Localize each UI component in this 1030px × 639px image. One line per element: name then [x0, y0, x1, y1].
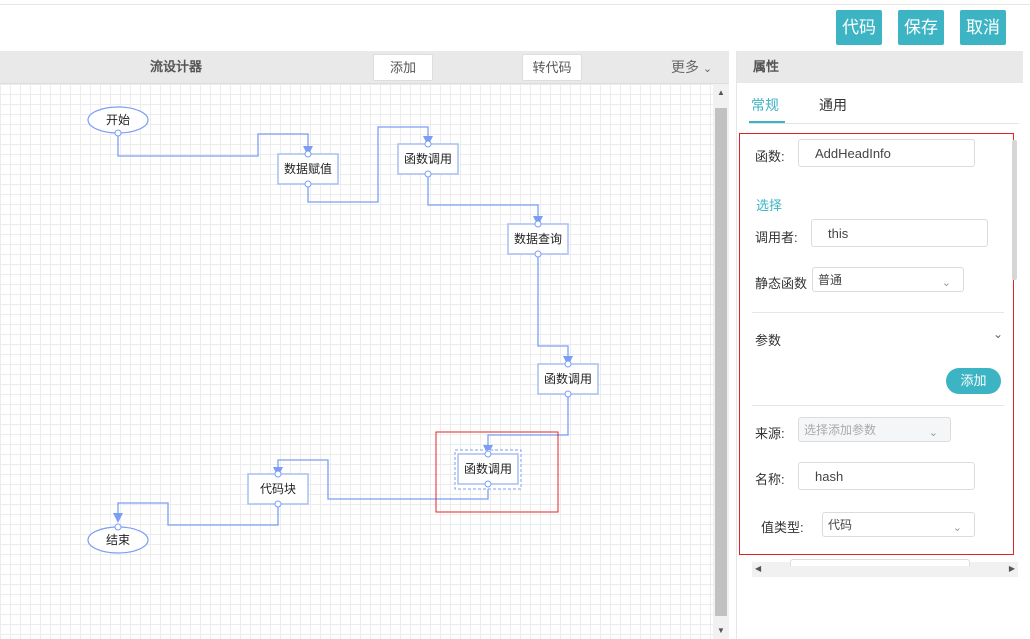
- source-placeholder: 选择添加参数: [804, 423, 877, 437]
- to-code-button[interactable]: 转代码: [522, 54, 582, 81]
- designer-toolbar: 流设计器 添加 转代码 更多 ⌄: [0, 51, 729, 84]
- scroll-right-icon[interactable]: ▶: [1008, 564, 1015, 573]
- static-function-value: 普通: [818, 273, 843, 287]
- cancel-button[interactable]: 取消: [960, 10, 1006, 45]
- tab-divider: [749, 123, 1019, 124]
- caller-input[interactable]: this: [811, 219, 988, 247]
- node-query-label: 数据查询: [514, 231, 562, 246]
- highlight-box: [435, 431, 559, 513]
- value-type-label: 值类型:: [761, 520, 804, 535]
- function-input[interactable]: AddHeadInfo: [798, 139, 975, 167]
- scrollbar-thumb[interactable]: [790, 559, 970, 566]
- tab-common[interactable]: 通用: [819, 97, 847, 113]
- node-query: [507, 223, 569, 255]
- flow-designer: 流设计器 添加 转代码 更多 ⌄: [0, 51, 729, 639]
- node-call2-label: 函数调用: [544, 371, 592, 386]
- highlight-box: [739, 133, 1014, 555]
- node-end-label: 结束: [106, 533, 130, 547]
- params-collapse-icon[interactable]: ⌄: [993, 327, 1004, 341]
- node-call3-label: 函数调用: [464, 461, 512, 476]
- scroll-up-icon[interactable]: ▲: [717, 88, 725, 97]
- node-assign: [277, 153, 339, 185]
- edge-call3-codeblock: [277, 459, 489, 500]
- node-start-label: 开始: [106, 113, 130, 127]
- flow-canvas[interactable]: 开始 数据赋值 函数调用 数据查询 函数调用 函数调用 代码块 结束: [0, 84, 713, 639]
- flow-graph: 开始 数据赋值 函数调用 数据查询 函数调用 函数调用 代码块 结束: [87, 106, 599, 554]
- scroll-left-icon[interactable]: ◀: [755, 564, 762, 573]
- code-button[interactable]: 代码: [836, 10, 882, 45]
- panel-horizontal-scrollbar[interactable]: ◀ ▶: [752, 559, 1018, 577]
- divider: [752, 405, 1004, 406]
- designer-title: 流设计器: [150, 59, 203, 74]
- save-button[interactable]: 保存: [898, 10, 944, 45]
- canvas-scrollbar[interactable]: ▲ ▼: [713, 84, 729, 639]
- source-label: 来源:: [755, 426, 785, 441]
- add-param-button[interactable]: 添加: [946, 368, 1001, 394]
- more-menu[interactable]: 更多 ⌄: [671, 51, 712, 85]
- caller-label: 调用者:: [755, 230, 798, 245]
- more-label: 更多: [671, 59, 699, 75]
- tab-underline: [749, 121, 785, 123]
- add-node-button[interactable]: 添加: [373, 54, 433, 81]
- edge-assign-call1: [307, 126, 429, 203]
- scrollbar-thumb[interactable]: [715, 108, 727, 616]
- chevron-down-icon: ⌄: [941, 277, 951, 289]
- edge-query-call2: [537, 254, 569, 363]
- node-call2: [537, 363, 599, 395]
- value-type-select[interactable]: 代码 ⌄: [822, 512, 975, 537]
- panel-scrollbar[interactable]: [1012, 140, 1017, 280]
- node-call1: [397, 143, 459, 175]
- select-link[interactable]: 选择: [756, 198, 783, 213]
- function-label: 函数:: [755, 149, 785, 164]
- chevron-down-icon: ⌄: [952, 522, 962, 534]
- node-call1-label: 函数调用: [404, 151, 452, 166]
- edge-call1-query: [427, 174, 539, 223]
- edge-start-assign: [117, 133, 309, 157]
- tab-general[interactable]: 常规: [751, 97, 779, 113]
- static-function-select[interactable]: 普通 ⌄: [812, 267, 964, 292]
- value-type-value: 代码: [828, 518, 853, 532]
- top-border: [0, 0, 1030, 5]
- panel-title: 属性: [737, 51, 1023, 83]
- params-label: 参数: [755, 333, 782, 348]
- static-function-label: 静态函数: [755, 276, 808, 291]
- chevron-down-icon: ⌄: [928, 427, 938, 439]
- divider: [752, 312, 1004, 313]
- name-input[interactable]: hash: [798, 462, 975, 490]
- node-codeblock-label: 代码块: [260, 482, 296, 496]
- name-label: 名称:: [755, 472, 785, 487]
- chevron-down-icon: ⌄: [702, 63, 713, 75]
- node-assign-label: 数据赋值: [284, 161, 332, 176]
- properties-panel: 属性 常规 通用: [736, 51, 1030, 639]
- edge-call2-call3: [487, 394, 569, 452]
- arrow-icon: [113, 513, 123, 523]
- scroll-down-icon[interactable]: ▼: [717, 626, 725, 635]
- source-select[interactable]: 选择添加参数 ⌄: [798, 417, 951, 442]
- edge-codeblock-end: [117, 502, 279, 526]
